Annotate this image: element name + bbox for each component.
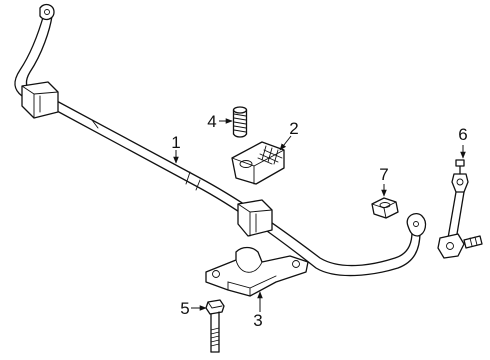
bracket-part: [205, 246, 309, 297]
callout-1: 1: [171, 133, 180, 152]
stud-part: [232, 106, 248, 138]
callout-2: 2: [289, 119, 298, 138]
callout-3: 3: [253, 311, 262, 330]
callout-7: 7: [379, 165, 388, 184]
left-bar-bushing: [21, 81, 59, 119]
callout-6: 6: [458, 125, 467, 144]
callout-labels: 1 2 3 4 5 6 7: [171, 112, 467, 330]
nut-part: [371, 197, 399, 219]
stabilizer-bar: [14, 3, 427, 277]
callout-5: 5: [180, 299, 189, 318]
callout-4: 4: [207, 112, 216, 131]
bolt-part: [205, 299, 225, 353]
bushing-part: [231, 141, 285, 185]
stabilizer-link-part: [437, 159, 483, 259]
leader-2: [279, 135, 292, 151]
leader-lines: [173, 118, 466, 312]
right-bar-bushing: [237, 199, 273, 237]
